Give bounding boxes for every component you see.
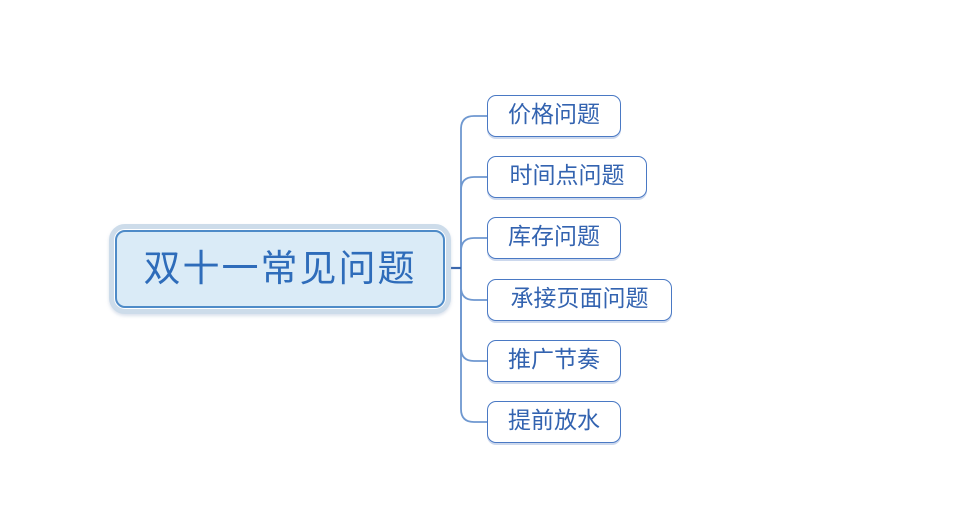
connector-branch-1 — [460, 115, 488, 269]
subtopic-4-label: 承接页面问题 — [510, 285, 649, 312]
subtopic-4[interactable]: 承接页面问题 — [487, 279, 672, 321]
subtopic-1[interactable]: 价格问题 — [487, 95, 621, 137]
connector-branch-2 — [460, 176, 488, 269]
subtopic-2[interactable]: 时间点问题 — [487, 156, 647, 198]
subtopic-6-label: 提前放水 — [508, 407, 600, 434]
subtopic-5[interactable]: 推广节奏 — [487, 340, 621, 382]
root-topic-label: 双十一常见问题 — [143, 246, 417, 290]
subtopic-1-label: 价格问题 — [508, 101, 600, 128]
subtopic-6[interactable]: 提前放水 — [487, 401, 621, 443]
root-topic[interactable]: 双十一常见问题 — [109, 224, 451, 314]
connector-branch-3 — [460, 237, 488, 269]
root-topic-box: 双十一常见问题 — [115, 230, 445, 308]
connector-branch-4 — [460, 267, 488, 301]
subtopic-2-label: 时间点问题 — [509, 162, 625, 189]
connector-branch-6 — [460, 267, 488, 423]
connector-branch-5 — [460, 267, 488, 362]
subtopic-5-label: 推广节奏 — [508, 346, 600, 373]
subtopic-3-label: 库存问题 — [508, 223, 600, 250]
subtopic-3[interactable]: 库存问题 — [487, 217, 621, 259]
